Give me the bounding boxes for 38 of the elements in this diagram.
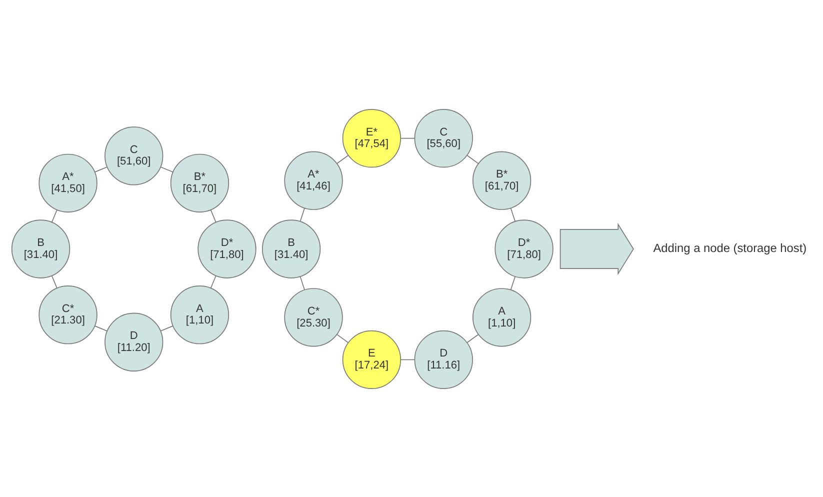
connector [300,276,305,290]
node-circle: A [1,10] [472,288,532,346]
connector [51,208,58,222]
node-circle: B* [61,70] [170,153,230,212]
connector [51,274,58,288]
connector [466,154,479,164]
connector [94,166,108,172]
node-circle: B* [61,70] [472,150,532,210]
connector [300,207,305,222]
node-circle: A [1,10] [170,285,230,344]
node-circle: D [11.16] [414,330,473,389]
node-circle: A* [41,50] [38,153,98,212]
node-circle: C* [25.30] [284,288,343,346]
connector [510,276,516,290]
connector [210,274,216,288]
node-circle: D* [71,80] [494,219,554,278]
connector [160,166,174,172]
connector [336,154,349,164]
connector [336,334,348,342]
node-circle: C* [21.30] [38,285,98,344]
connector [210,209,216,222]
node-circle: D* [71,80] [198,219,256,278]
node-circle: E* [47,54] [342,108,402,168]
node-circle: A* [41,46] [284,150,343,210]
node-circle: D [11.20] [104,312,164,371]
connector [510,208,516,222]
node-circle: B [31.40] [11,219,70,278]
label: Adding a node (storage host) [653,240,807,255]
connector [94,325,108,331]
connector [400,358,415,360]
connector [466,334,479,343]
connector [400,137,416,138]
node-circle: C [55,60] [414,108,473,168]
node-arrow [560,222,634,275]
connector [160,325,174,331]
node-circle: C [51,60] [104,126,164,185]
node-circle: E [17,24] [342,330,402,389]
node-circle: B [31.40] [262,219,321,278]
